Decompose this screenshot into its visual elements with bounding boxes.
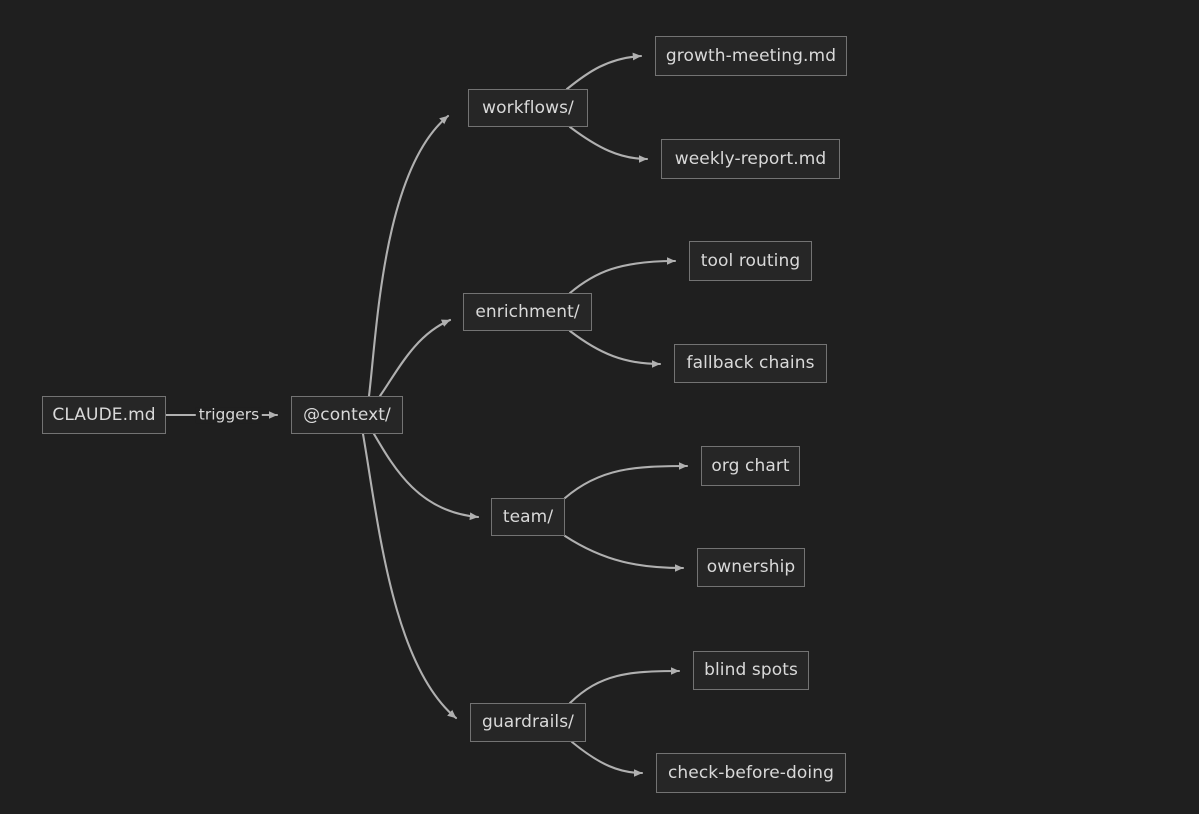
diagram-edge xyxy=(563,462,689,500)
node-context[interactable]: @context/ xyxy=(291,396,403,434)
node-growth_meeting[interactable]: growth-meeting.md xyxy=(655,36,847,76)
diagram-edge xyxy=(570,740,644,777)
node-claude[interactable]: CLAUDE.md xyxy=(42,396,166,434)
node-org_chart[interactable]: org chart xyxy=(701,446,800,486)
diagram-edge xyxy=(361,432,458,720)
diagram-edge xyxy=(568,329,662,368)
node-tool_routing[interactable]: tool routing xyxy=(689,241,812,281)
node-team[interactable]: team/ xyxy=(491,498,565,536)
node-blind_spots[interactable]: blind spots xyxy=(693,651,809,690)
diagram-edge xyxy=(565,52,643,91)
diagram-edge xyxy=(568,257,677,295)
node-weekly_report[interactable]: weekly-report.md xyxy=(661,139,840,179)
node-ownership[interactable]: ownership xyxy=(697,548,805,587)
diagram-edge xyxy=(568,667,681,705)
diagram-edge xyxy=(367,114,450,398)
node-guardrails[interactable]: guardrails/ xyxy=(470,703,586,742)
edge-label-claude-to-context: triggers xyxy=(195,407,263,423)
node-workflows[interactable]: workflows/ xyxy=(468,89,588,127)
diagram-edge xyxy=(563,534,685,572)
node-fallback_chains[interactable]: fallback chains xyxy=(674,344,827,383)
diagram-edge xyxy=(378,318,452,398)
diagram-edge xyxy=(372,432,480,521)
node-check_before[interactable]: check-before-doing xyxy=(656,753,846,793)
node-enrichment[interactable]: enrichment/ xyxy=(463,293,592,331)
edge-paths xyxy=(164,52,689,777)
diagram-edge xyxy=(568,125,649,163)
